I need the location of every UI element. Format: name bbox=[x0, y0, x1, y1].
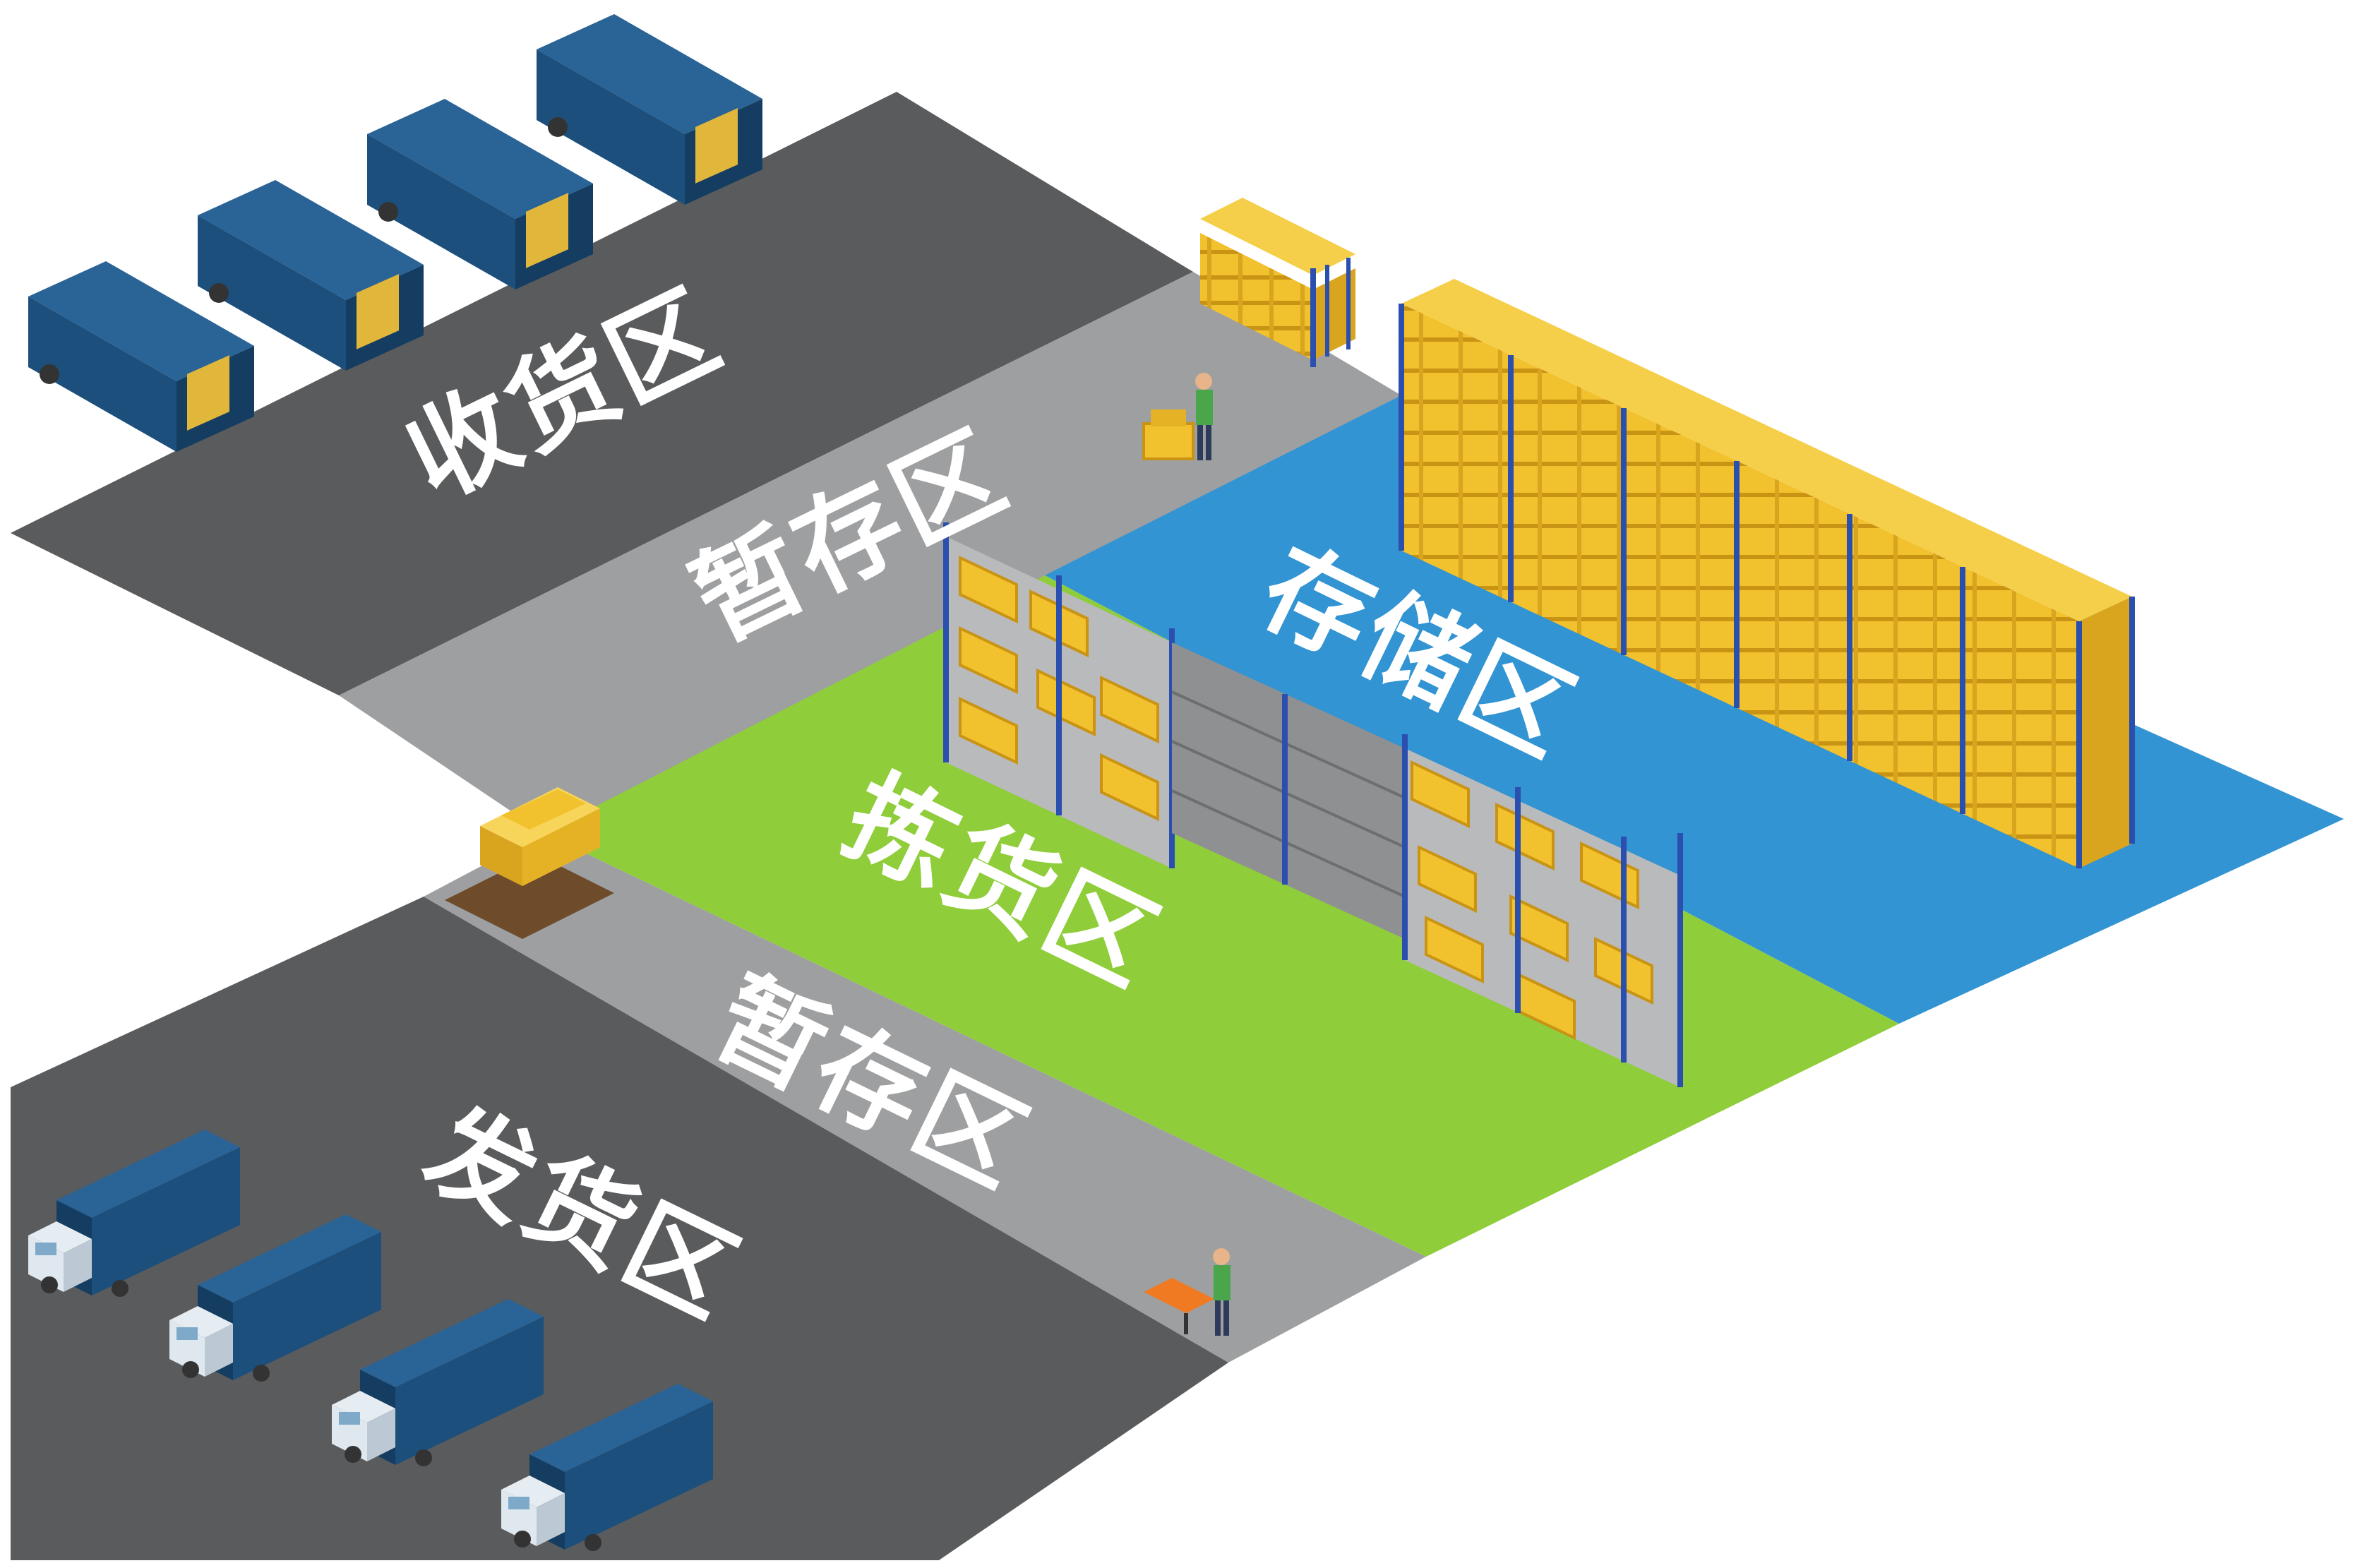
worker-with-cart-icon bbox=[1144, 1248, 1231, 1336]
storage-rack-side bbox=[2079, 597, 2132, 868]
storage-racks bbox=[1399, 279, 2135, 868]
staging-out-zone-floor bbox=[424, 833, 1426, 1363]
pallet-icon bbox=[445, 787, 614, 939]
storage-zone-floor bbox=[1045, 395, 2344, 1024]
picking-racks bbox=[943, 522, 1683, 1087]
receiving-zone-floor bbox=[11, 92, 1193, 695]
truck-icon bbox=[169, 1214, 381, 1382]
storage-rack-icon bbox=[1200, 198, 1355, 367]
floor-zones bbox=[11, 92, 2344, 1560]
receiving-trucks bbox=[28, 14, 762, 452]
storage-rack-top bbox=[1401, 279, 2132, 621]
shipping-zone-floor bbox=[11, 897, 1228, 1560]
truck-icon bbox=[28, 261, 254, 452]
truck-icon bbox=[537, 14, 762, 205]
truck-icon bbox=[198, 180, 424, 371]
truck-icon bbox=[28, 1130, 240, 1297]
staging-in-zone-floor bbox=[339, 272, 1401, 833]
storage-rack-front bbox=[1401, 304, 2079, 868]
truck-icon bbox=[501, 1384, 713, 1551]
truck-icon bbox=[367, 99, 593, 289]
truck-icon bbox=[332, 1299, 544, 1466]
worker-with-cart-icon bbox=[1142, 373, 1213, 460]
picking-zone-floor bbox=[544, 575, 1899, 1257]
shipping-trucks bbox=[28, 1130, 713, 1551]
